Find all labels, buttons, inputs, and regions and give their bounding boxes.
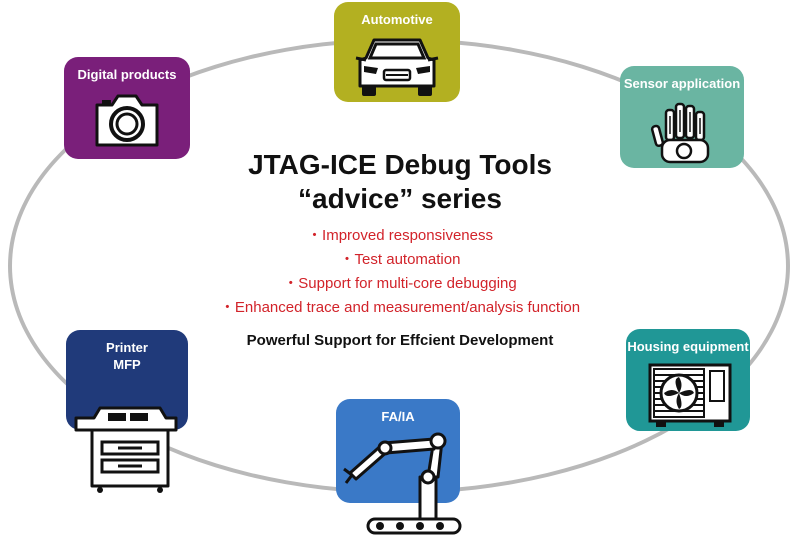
printer-icon	[74, 406, 178, 493]
diagram-title: JTAG-ICE Debug Tools “advice” series	[248, 149, 552, 214]
category-label-automotive: Automotive	[361, 12, 433, 27]
feature-item: Enhanced trace and measurement/analysis …	[190, 296, 610, 320]
feature-item: Improved responsiveness	[190, 224, 610, 248]
category-card-digital-products: Digital products	[64, 57, 190, 159]
category-label-sensor-application: Sensor application	[623, 76, 741, 91]
robot-hand-icon	[650, 102, 710, 164]
camera-icon	[95, 94, 159, 147]
category-label-digital-products: Digital products	[77, 67, 177, 82]
category-card-automotive: Automotive	[334, 2, 460, 102]
feature-item: Test automation	[190, 248, 610, 272]
category-card-printer-mfp: Printer MFP	[66, 330, 188, 493]
center-content: JTAG-ICE Debug Tools “advice” series Imp…	[190, 148, 610, 349]
category-label-printer-mfp: Printer MFP	[106, 340, 148, 372]
category-card-sensor-application: Sensor application	[620, 66, 744, 168]
category-card-fa-ia: FA/IA	[336, 399, 462, 535]
category-card-housing-equipment: Housing equipment	[626, 329, 750, 431]
feature-list: Improved responsiveness Test automation …	[190, 224, 610, 320]
tagline: Powerful Support for Effcient Developmen…	[246, 332, 554, 349]
car-icon	[355, 38, 439, 96]
category-label-fa-ia: FA/IA	[381, 409, 415, 424]
air-conditioner-icon	[648, 363, 732, 427]
category-label-housing-equipment: Housing equipment	[627, 339, 749, 354]
robot-arm-icon	[343, 432, 462, 535]
feature-item: Support for multi-core debugging	[190, 272, 610, 296]
